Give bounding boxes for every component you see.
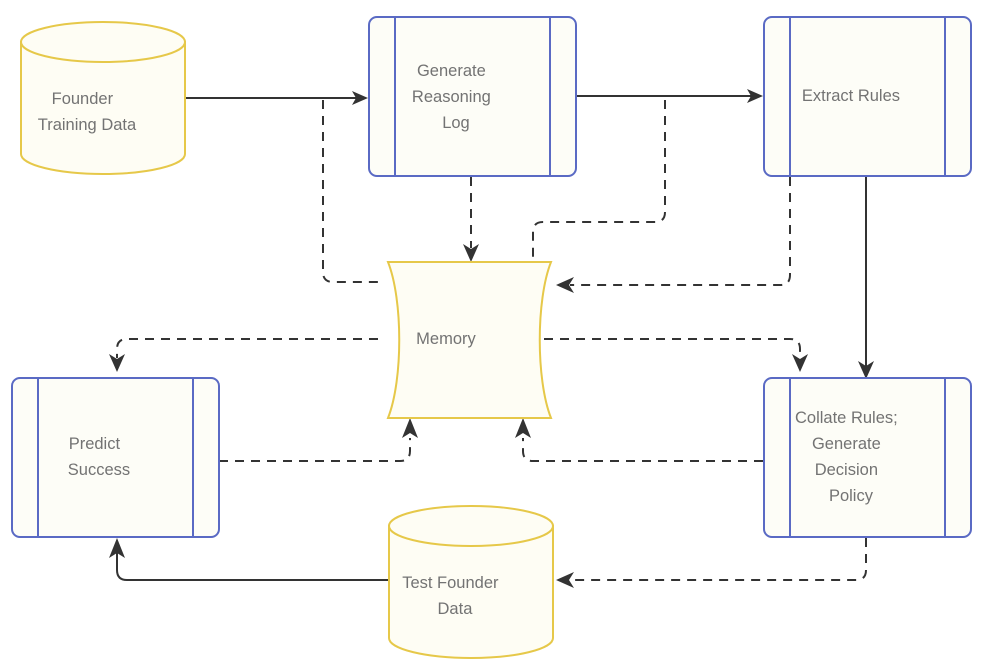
edge-collate-rules-to-test-founder-data bbox=[556, 538, 867, 588]
node-extract-rules[interactable]: Extract Rules bbox=[763, 16, 972, 177]
node-label-generate-reasoning-log: Generate Reasoning Log bbox=[412, 62, 532, 132]
edge-extract-rules-to-collate-rules bbox=[858, 177, 874, 379]
node-label-predict-success: Predict Success bbox=[68, 435, 162, 479]
edge-collate-rules-to-memory bbox=[515, 418, 763, 462]
edge-test-founder-data-to-predict-success bbox=[109, 538, 388, 581]
node-label-collate-rules-generate-decision-policy: Collate Rules; Generate Decision Policy bbox=[795, 409, 939, 505]
node-memory[interactable]: Memory bbox=[386, 261, 553, 419]
edge-extract-rules-to-memory bbox=[556, 177, 791, 293]
edge-memory-to-predict-success bbox=[109, 338, 378, 372]
edge-generate-reasoning-log-to-extract-rules bbox=[577, 89, 763, 103]
node-founder-training-data[interactable]: Founder Training Data bbox=[20, 21, 186, 175]
edge-generate-reasoning-log-to-memory-top bbox=[463, 177, 479, 262]
edge-memory-to-collate-rules bbox=[544, 338, 808, 372]
edge-founder-training-data-to-memory bbox=[322, 100, 378, 283]
edge-predict-success-to-memory bbox=[219, 418, 418, 462]
node-test-founder-data[interactable]: Test Founder Data bbox=[388, 505, 554, 659]
node-label-memory: Memory bbox=[416, 330, 508, 348]
node-predict-success[interactable]: Predict Success bbox=[11, 377, 220, 538]
edge-generate-reasoning-log-to-memory-side bbox=[532, 100, 666, 262]
node-label-test-founder-data: Test Founder Data bbox=[402, 574, 540, 618]
node-generate-reasoning-log[interactable]: Generate Reasoning Log bbox=[368, 16, 577, 177]
node-label-extract-rules: Extract Rules bbox=[802, 87, 932, 105]
node-label-founder-training-data: Founder Training Data bbox=[38, 90, 169, 134]
edge-founder-training-data-to-generate-reasoning-log bbox=[186, 91, 368, 105]
node-collate-rules-generate-decision-policy[interactable]: Collate Rules; Generate Decision Policy bbox=[763, 377, 972, 538]
edge-layer bbox=[109, 89, 874, 588]
